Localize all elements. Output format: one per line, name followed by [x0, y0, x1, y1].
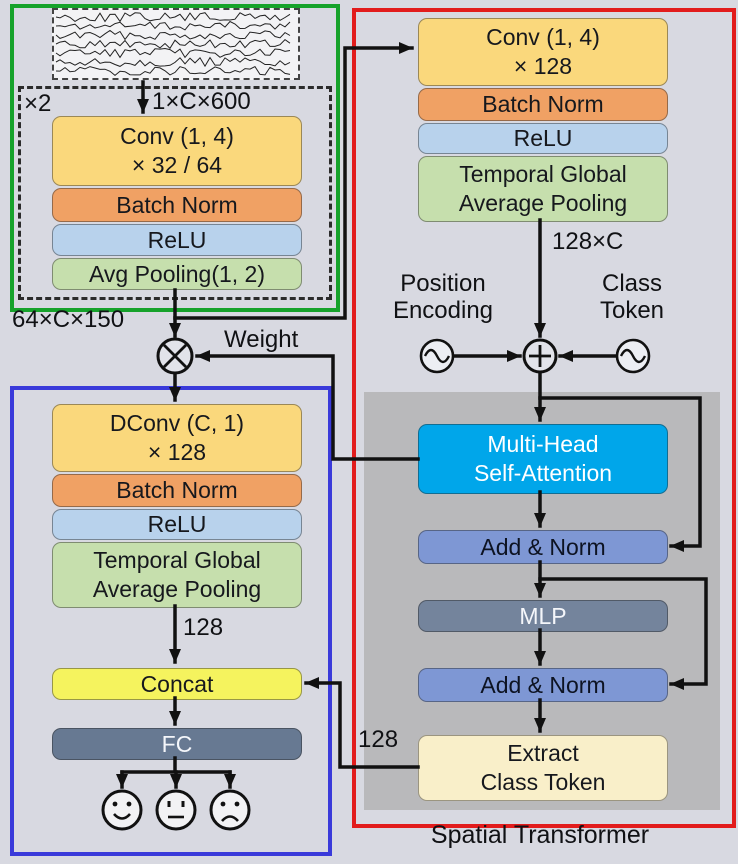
spatial-transformer-title: Spatial Transformer — [430, 821, 650, 849]
dconv-line2: × 128 — [147, 439, 207, 465]
right-tgap-line1: Temporal Global — [459, 161, 627, 187]
class-token-line2: Token — [599, 297, 665, 324]
eeg-signal-image — [52, 8, 300, 80]
right-conv-line1: Conv (1, 4) — [486, 24, 600, 50]
encoder-relu-label: ReLU — [147, 226, 207, 253]
mlp-block: MLP — [418, 600, 668, 632]
position-encoding-line1: Position — [400, 270, 486, 297]
encoder-avgpool-block: Avg Pooling(1, 2) — [52, 258, 302, 290]
encoder-batchnorm-block: Batch Norm — [52, 188, 302, 222]
class-token-line1: Class — [601, 270, 662, 297]
encoder-output-dim-label: 64×C×150 — [12, 306, 125, 333]
encoder-avgpool-label: Avg Pooling(1, 2) — [88, 260, 265, 287]
extract-dim-label: 128 — [358, 726, 399, 753]
left-batchnorm-label: Batch Norm — [116, 477, 238, 503]
repeat-label: ×2 — [24, 90, 52, 117]
mhsa-line1: Multi-Head — [487, 431, 599, 457]
left-tgap-line2: Average Pooling — [92, 576, 262, 602]
addnorm2-label: Add & Norm — [480, 671, 606, 698]
extract-line1: Extract — [507, 740, 579, 766]
encoder-conv-block: Conv (1, 4) × 32 / 64 — [52, 116, 302, 186]
multiply-icon — [156, 337, 194, 375]
right-dim-label: 128×C — [552, 228, 624, 255]
class-token-label: Class Token — [582, 270, 682, 324]
addnorm1-label: Add & Norm — [480, 533, 606, 560]
addnorm1-block: Add & Norm — [418, 530, 668, 564]
left-tgap-line1: Temporal Global — [93, 547, 261, 573]
right-conv-block: Conv (1, 4) × 128 — [418, 18, 668, 86]
extract-class-token-block: Extract Class Token — [418, 735, 668, 801]
encoder-conv-line1: Conv (1, 4) — [120, 123, 234, 149]
addnorm2-block: Add & Norm — [418, 668, 668, 702]
fc-block: FC — [52, 728, 302, 760]
encoder-conv-line2: × 32 / 64 — [131, 152, 223, 178]
position-encoding-label: Position Encoding — [388, 270, 498, 324]
left-relu-label: ReLU — [147, 511, 207, 537]
encoder-batchnorm-label: Batch Norm — [116, 191, 238, 218]
left-batchnorm-block: Batch Norm — [52, 474, 302, 507]
left-relu-block: ReLU — [52, 509, 302, 540]
fc-label: FC — [161, 730, 193, 757]
mlp-label: MLP — [519, 602, 567, 629]
extract-line2: Class Token — [480, 769, 606, 795]
dconv-line1: DConv (C, 1) — [109, 410, 245, 436]
weight-label: Weight — [224, 326, 299, 353]
dconv-block: DConv (C, 1) × 128 — [52, 404, 302, 472]
concat-label: Concat — [140, 670, 214, 697]
right-batchnorm-block: Batch Norm — [418, 88, 668, 121]
right-tgap-line2: Average Pooling — [458, 190, 628, 216]
position-encoding-line2: Encoding — [392, 297, 494, 324]
right-conv-line2: × 128 — [513, 53, 573, 79]
right-relu-block: ReLU — [418, 123, 668, 154]
right-tgap-block: Temporal Global Average Pooling — [418, 156, 668, 222]
right-batchnorm-label: Batch Norm — [482, 91, 604, 117]
left-dim-label: 128 — [183, 614, 224, 641]
left-tgap-block: Temporal Global Average Pooling — [52, 542, 302, 608]
input-dim-label: 1×C×600 — [152, 88, 251, 115]
encoder-relu-block: ReLU — [52, 224, 302, 256]
eeg-waveforms — [55, 12, 291, 77]
mhsa-line2: Self-Attention — [473, 460, 613, 486]
right-relu-label: ReLU — [513, 125, 573, 151]
mhsa-block: Multi-Head Self-Attention — [418, 424, 668, 494]
concat-block: Concat — [52, 668, 302, 700]
